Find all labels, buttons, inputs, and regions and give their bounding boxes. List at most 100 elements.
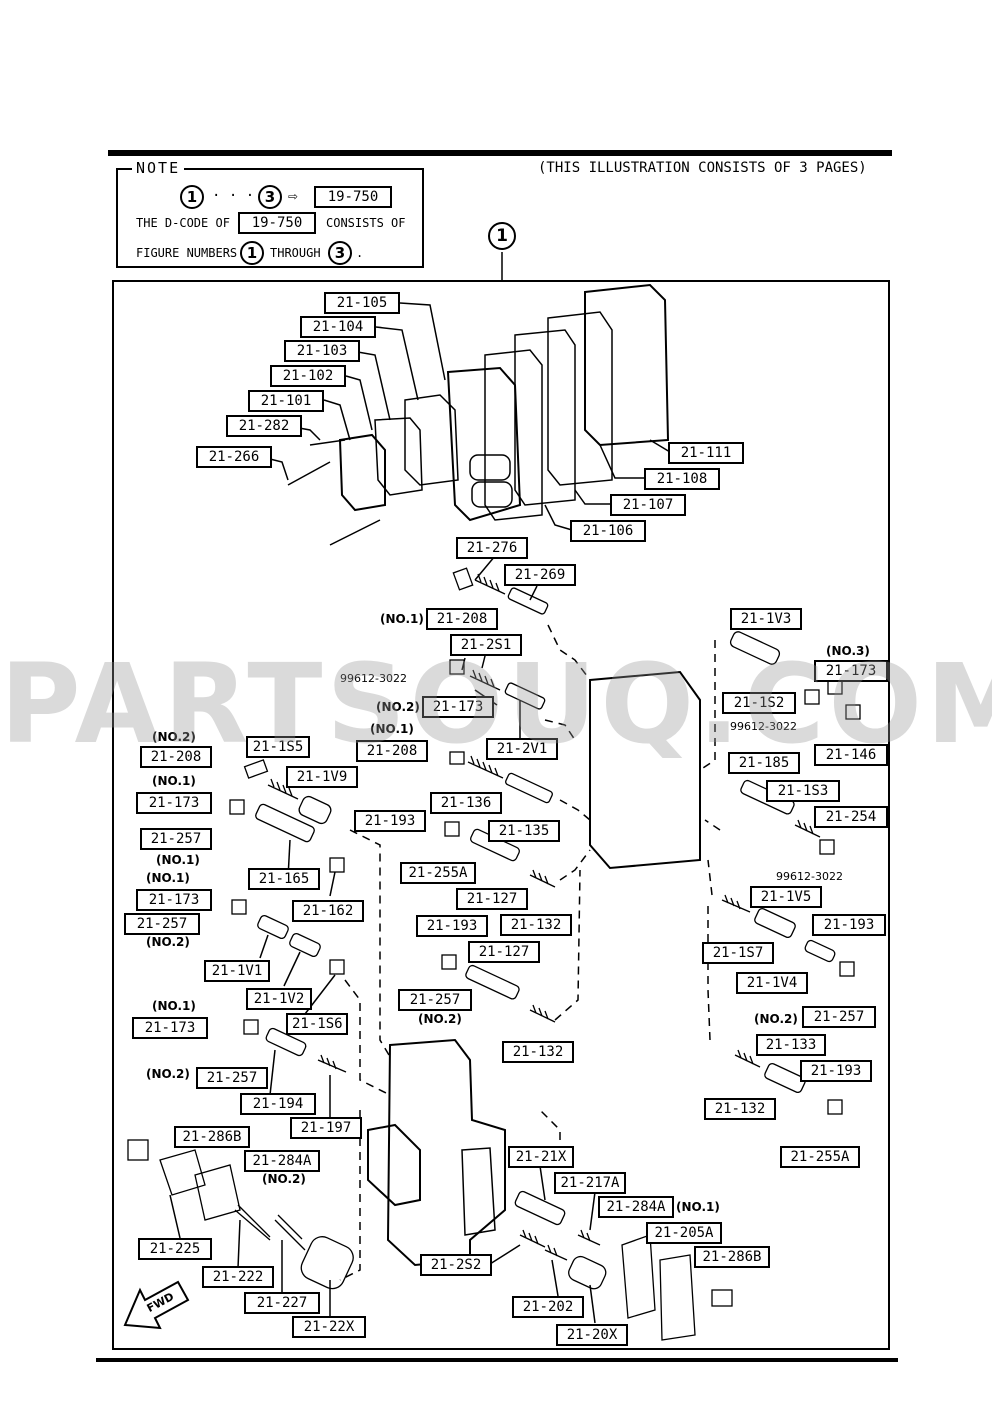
note-circle-1: 1 [180, 185, 204, 209]
code-21-173-d: 21-173 [132, 1017, 208, 1039]
note-line2-code: 19-750 [238, 212, 316, 234]
code-21-132-c: 21-132 [704, 1098, 776, 1120]
label-no1-f: (NO.1) [152, 999, 196, 1013]
code-21-132-a: 21-132 [500, 914, 572, 936]
note-line3-circle-1: 1 [240, 241, 264, 265]
code-21-1s2: 21-1S2 [722, 692, 796, 714]
code-21-202: 21-202 [512, 1296, 584, 1318]
note-arrow: ⇨ [288, 186, 298, 205]
part-number-99612-3022-c: 99612-3022 [776, 870, 843, 883]
code-21-282: 21-282 [226, 415, 302, 437]
code-21-165: 21-165 [248, 868, 320, 890]
code-21-101: 21-101 [248, 390, 324, 412]
note-line3-a: FIGURE NUMBERS [136, 246, 238, 260]
code-21-286b-a: 21-286B [174, 1126, 250, 1148]
code-21-103: 21-103 [284, 340, 360, 362]
code-21-257-a: 21-257 [140, 828, 212, 850]
watermark: PARTSOUQ.COM [0, 640, 992, 768]
note-line3-b: THROUGH [270, 246, 321, 260]
code-21-2s2: 21-2S2 [420, 1254, 492, 1276]
code-21-194: 21-194 [240, 1093, 316, 1115]
code-21-254: 21-254 [814, 806, 888, 828]
label-no2-g: (NO.2) [754, 1012, 798, 1026]
figure-number: 1 [488, 222, 516, 250]
note-line2-b: CONSISTS OF [326, 216, 406, 230]
note-title: NOTE [132, 159, 185, 177]
code-21-185: 21-185 [728, 752, 800, 774]
code-21-276: 21-276 [456, 537, 528, 559]
code-21-108: 21-108 [644, 468, 720, 490]
code-21-105: 21-105 [324, 292, 400, 314]
code-21-173-b: 21-173 [136, 792, 212, 814]
code-21-132-b: 21-132 [502, 1041, 574, 1063]
code-21-1s5: 21-1S5 [246, 736, 310, 758]
label-no3: (NO.3) [826, 644, 870, 658]
code-21-135: 21-135 [488, 820, 560, 842]
code-21-111: 21-111 [668, 442, 744, 464]
code-21-136: 21-136 [430, 792, 502, 814]
code-21-173-e: 21-173 [814, 660, 888, 682]
code-21-217a: 21-217A [554, 1172, 626, 1194]
code-21-102: 21-102 [270, 365, 346, 387]
note-dots: · · · [212, 188, 255, 204]
code-21-286b-b: 21-286B [694, 1246, 770, 1268]
code-21-133: 21-133 [756, 1034, 826, 1056]
part-number-99612-3022-a: 99612-3022 [340, 672, 407, 685]
part-number-99612-3022-b: 99612-3022 [730, 720, 797, 733]
code-21-20x: 21-20X [556, 1324, 628, 1346]
code-21-227: 21-227 [244, 1292, 320, 1314]
code-21-173-a: 21-173 [422, 696, 494, 718]
code-21-193-b: 21-193 [416, 915, 488, 937]
code-21-1s6: 21-1S6 [286, 1013, 348, 1035]
note-code: 19-750 [314, 186, 392, 208]
code-21-106: 21-106 [570, 520, 646, 542]
code-21-257-e: 21-257 [802, 1006, 876, 1028]
code-21-222: 21-222 [202, 1266, 274, 1288]
code-21-193-a: 21-193 [354, 810, 426, 832]
code-21-197: 21-197 [290, 1117, 362, 1139]
code-21-284a-b: 21-284A [598, 1196, 674, 1218]
code-21-255a: 21-255A [400, 862, 476, 884]
code-21-1v2: 21-1V2 [246, 988, 312, 1010]
code-21-127-b: 21-127 [468, 941, 540, 963]
code-21-104: 21-104 [300, 316, 376, 338]
code-21-127-a: 21-127 [456, 888, 528, 910]
label-no1-b: (NO.1) [370, 722, 414, 736]
code-21-284a-a: 21-284A [244, 1150, 320, 1172]
code-21-266: 21-266 [196, 446, 272, 468]
code-21-1s7: 21-1S7 [702, 942, 774, 964]
label-no1-d: (NO.1) [156, 853, 200, 867]
code-21-193-d: 21-193 [800, 1060, 872, 1082]
label-no1-c: (NO.1) [152, 774, 196, 788]
label-no2-e: (NO.2) [146, 1067, 190, 1081]
code-21-1v4: 21-1V4 [736, 972, 808, 994]
code-21-173-c: 21-173 [136, 889, 212, 911]
code-21-193-c: 21-193 [812, 914, 886, 936]
label-no2-b: (NO.2) [152, 730, 196, 744]
code-21-208-b: 21-208 [356, 740, 428, 762]
label-no1-e: (NO.1) [146, 871, 190, 885]
code-21-257-c: 21-257 [398, 989, 472, 1011]
code-21-1v1: 21-1V1 [204, 960, 270, 982]
note-circle-3: 3 [258, 185, 282, 209]
note-line3-end: . [356, 246, 364, 260]
code-21-2v1: 21-2V1 [486, 738, 558, 760]
note-box [116, 168, 424, 268]
code-21-269: 21-269 [504, 564, 576, 586]
code-21-225: 21-225 [138, 1238, 212, 1260]
code-21-2s1: 21-2S1 [450, 634, 522, 656]
code-21-205a: 21-205A [646, 1222, 722, 1244]
label-no2-c: (NO.2) [146, 935, 190, 949]
code-21-162: 21-162 [292, 900, 364, 922]
bottom-rule [96, 1358, 898, 1362]
note-line3-circle-3: 3 [328, 241, 352, 265]
code-21-255a-b: 21-255A [780, 1146, 860, 1168]
valve-body-upper-plates [338, 283, 670, 522]
code-21-208-a: 21-208 [426, 608, 498, 630]
top-rule [108, 150, 892, 156]
label-no2-d: (NO.2) [418, 1012, 462, 1026]
code-21-257-d: 21-257 [196, 1067, 268, 1089]
label-no1-a: (NO.1) [380, 612, 424, 626]
code-21-1v3: 21-1V3 [730, 608, 802, 630]
